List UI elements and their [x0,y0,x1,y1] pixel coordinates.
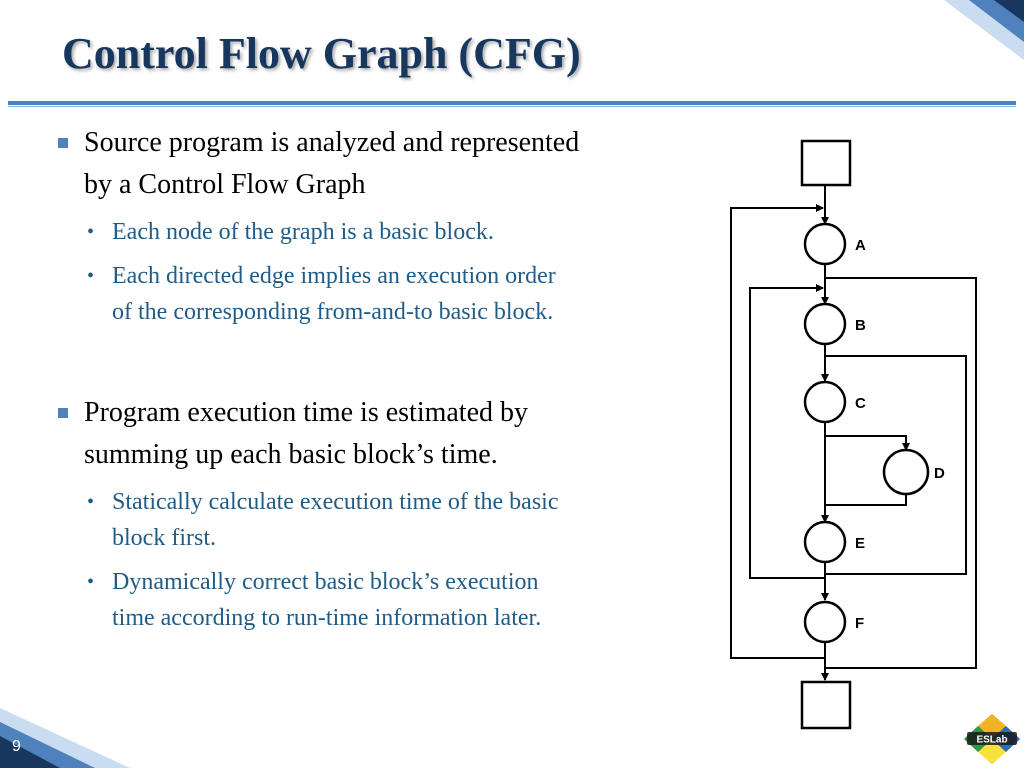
logo-text: ESLab [976,735,1007,746]
node-label-d: D [934,465,945,482]
node-a [803,222,847,266]
sub-bullet-text-line: Each directed edge implies an execution … [112,263,556,289]
node-d [882,448,930,496]
sub-bullet-item: • Dynamically correct basic block’s exec… [56,564,721,636]
bullet-item: Source program is analyzed and represent… [56,122,721,206]
slide-title: Control Flow Graph (CFG) [62,29,581,78]
bullet-text-line: Source program is analyzed and represent… [84,127,580,158]
page-number: 9 [12,738,21,755]
sub-bullet-item: • Each node of the graph is a basic bloc… [56,214,721,250]
node-label-a: A [855,237,866,254]
sub-bullet-text-line: of the corresponding from-and-to basic b… [112,299,554,325]
node-f [803,600,847,644]
bullet-item: Program execution time is estimated by s… [56,392,721,476]
round-bullet-icon: • [87,491,95,513]
round-bullet-icon: • [87,571,95,593]
bullet-text-line: by a Control Flow Graph [84,169,366,200]
node-label-c: C [855,395,866,412]
entry-block [800,139,852,187]
sub-bullet-item: • Statically calculate execution time of… [56,484,721,556]
bullet-text-line: summing up each basic block’s time. [84,439,498,470]
bullet-list: Source program is analyzed and represent… [56,122,721,636]
control-flow-graph-diagram: A B C D E F [730,139,977,730]
node-label-b: B [855,317,866,334]
node-label-e: E [855,535,865,552]
square-bullet-icon [58,408,68,418]
sub-bullet-text-line: block first. [112,525,216,551]
round-bullet-icon: • [87,221,95,243]
title-divider-thin [8,106,1016,107]
corner-decoration-bottom-left [0,708,130,768]
bullet-text-line: Program execution time is estimated by [84,397,529,428]
corner-decoration-top-right [944,0,1024,60]
round-bullet-icon: • [87,265,95,287]
title-divider [8,101,1016,105]
node-b [803,302,847,346]
sub-bullet-item: • Each directed edge implies an executio… [56,258,721,330]
sub-bullet-text-line: Each node of the graph is a basic block. [112,219,494,245]
square-bullet-icon [58,138,68,148]
sub-bullet-text-line: time according to run-time information l… [112,605,542,631]
node-c [803,380,847,424]
sub-bullet-text-line: Statically calculate execution time of t… [112,489,559,515]
sub-bullet-text-line: Dynamically correct basic block’s execut… [112,569,539,595]
node-label-f: F [855,615,864,632]
exit-block [800,680,852,730]
node-e [803,520,847,564]
eslab-logo: ESLab [964,714,1020,764]
